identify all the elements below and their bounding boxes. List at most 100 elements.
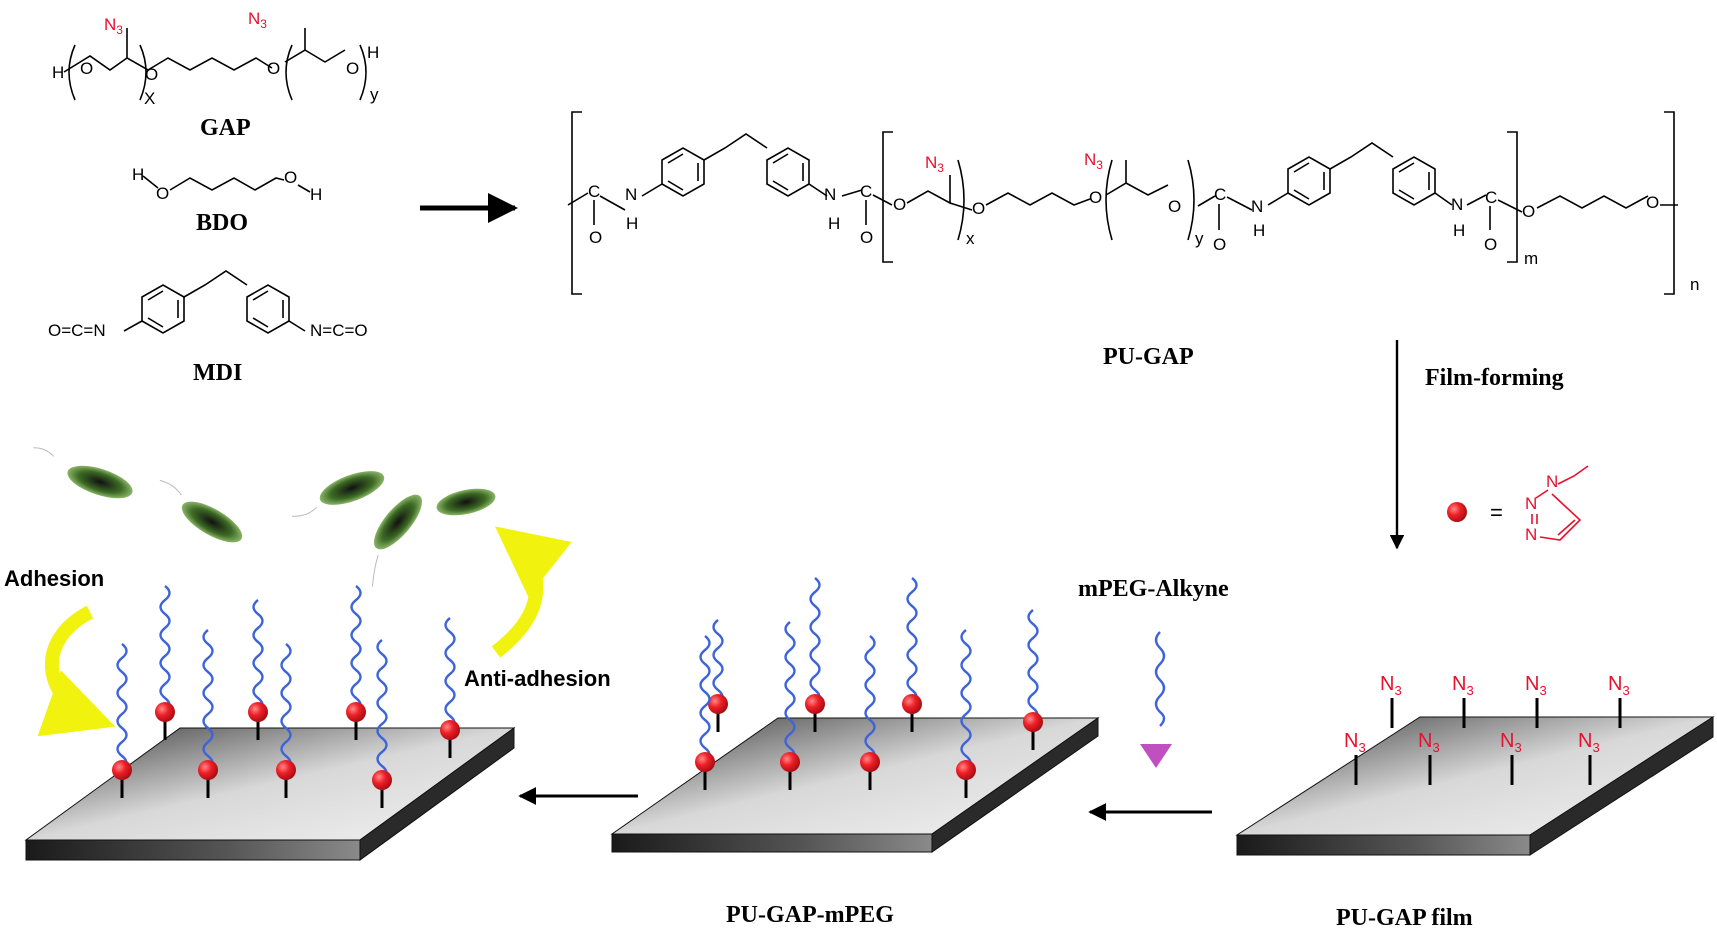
triazole-bead [155,702,175,722]
mpeg-alkyne-label: mPEG-Alkyne [1078,576,1229,602]
bacterium-2 [159,479,243,543]
adhesion-label: Adhesion [4,566,104,591]
azide-label: N3 [1380,673,1402,698]
azide-label: N3 [1452,673,1474,698]
c-atom-4: C [1485,188,1497,207]
o-atom-2: O [860,228,873,247]
azide-group: N3 [1500,730,1522,785]
triazole-bead [860,752,880,772]
peg-brush [1023,609,1043,750]
pu-gap-structure: n m C O N H N H C O O N3 x O O N3 [567,111,1699,295]
o-atom-3: O [893,195,906,214]
peg-brush [805,577,825,732]
outer-bracket-right [1664,111,1675,295]
gap-n3-right: N3 [248,9,267,31]
sub-y: y [1195,229,1204,248]
peg-brush [198,629,218,798]
triazole-bead [276,760,296,780]
triazole-legend: = N N N [1447,465,1589,544]
azide-label: N3 [1344,730,1366,755]
mdi-left-group: O=C=N [48,321,106,340]
mpeg-chain [1154,631,1166,727]
inner-bracket-left [882,131,893,263]
n-atom-2: N [824,185,836,204]
legend-bead [1447,502,1467,522]
mdi-right-group: N=C=O [310,321,368,340]
triazole-bead [780,752,800,772]
c-atom-1: C [588,182,600,201]
gap-y: y [370,85,379,104]
o-atom-4: O [972,199,985,218]
pu-gap-mpeg-label: PU-GAP-mPEG [726,902,894,928]
gap-o3: O [267,59,280,78]
bdo-structure: H O O H [132,165,322,204]
azide-label: N3 [1500,730,1522,755]
peg-brush [276,643,296,798]
h-atom-1: H [626,214,638,233]
bdo-o1: O [156,184,169,203]
bdo-label: BDO [196,210,248,236]
azide-group: N3 [1608,673,1630,728]
outer-bracket-left [571,111,582,295]
azide-group: N3 [1344,730,1366,785]
peg-brush [112,643,132,798]
n-atom-1: N [625,185,637,204]
bacterium-5 [436,488,496,516]
peg-brush [956,629,976,798]
peg-brush [902,577,922,732]
c-atom-3: C [1214,185,1226,204]
azide-label: N3 [1578,730,1600,755]
n-atom-4: N [1451,195,1463,214]
triazole-n1: N [1546,472,1558,491]
n-atom-3: N [1251,197,1263,216]
triazole-bead [112,760,132,780]
azide-group: N3 [1418,730,1440,785]
triazole-bead [248,702,268,722]
triazole-bead [198,760,218,780]
gap-n3-left: N3 [104,15,123,37]
azide-label: N3 [1525,673,1547,698]
n3-group-2: N3 [1084,150,1103,172]
o-atom-5: O [1089,188,1102,207]
bacterium-4 [371,494,423,587]
peg-brush [248,599,268,740]
triazole-structure: N N N [1525,465,1589,544]
bdo-o2: O [284,168,297,187]
azide-group: N3 [1525,673,1547,728]
anti-adhesion-label: Anti-adhesion [464,666,611,691]
peg-brush [346,585,366,740]
gap-o2: O [145,65,158,84]
h-atom-3: H [1253,221,1265,240]
triazole-bead [695,752,715,772]
peg-brush [440,617,460,758]
o-atom-8: O [1484,235,1497,254]
triazole-bead [440,720,460,740]
film-forming-label: Film-forming [1425,365,1564,391]
pu-gap-film-label: PU-GAP film [1336,905,1473,929]
gap-x: X [144,89,155,108]
azide-group: N3 [1380,673,1402,728]
repeat-n: n [1690,275,1699,294]
o-atom-1: O [589,228,602,247]
bacterium-3 [292,471,385,517]
peg-brush [708,619,728,732]
mdi-label: MDI [193,360,242,386]
triazole-bead [372,770,392,790]
triazole-bead [346,702,366,722]
triazole-bead [805,694,825,714]
gap-structure: H N3 O X O O N3 O H y [52,9,379,108]
gap-o4: O [346,59,359,78]
bdo-h2: H [310,185,322,204]
peg-brush [695,635,715,790]
gap-label: GAP [200,115,251,141]
pu-gap-label: PU-GAP [1103,344,1194,370]
adhesion-arrow [37,605,116,737]
azide-label: N3 [1608,673,1630,698]
alkyne-tip [1140,744,1172,768]
gap-h-left: H [52,63,64,82]
anti-adhesion-curve-arrow [491,526,572,658]
sub-x: x [966,229,975,248]
triazole-bead [956,760,976,780]
gap-o1: O [80,59,93,78]
